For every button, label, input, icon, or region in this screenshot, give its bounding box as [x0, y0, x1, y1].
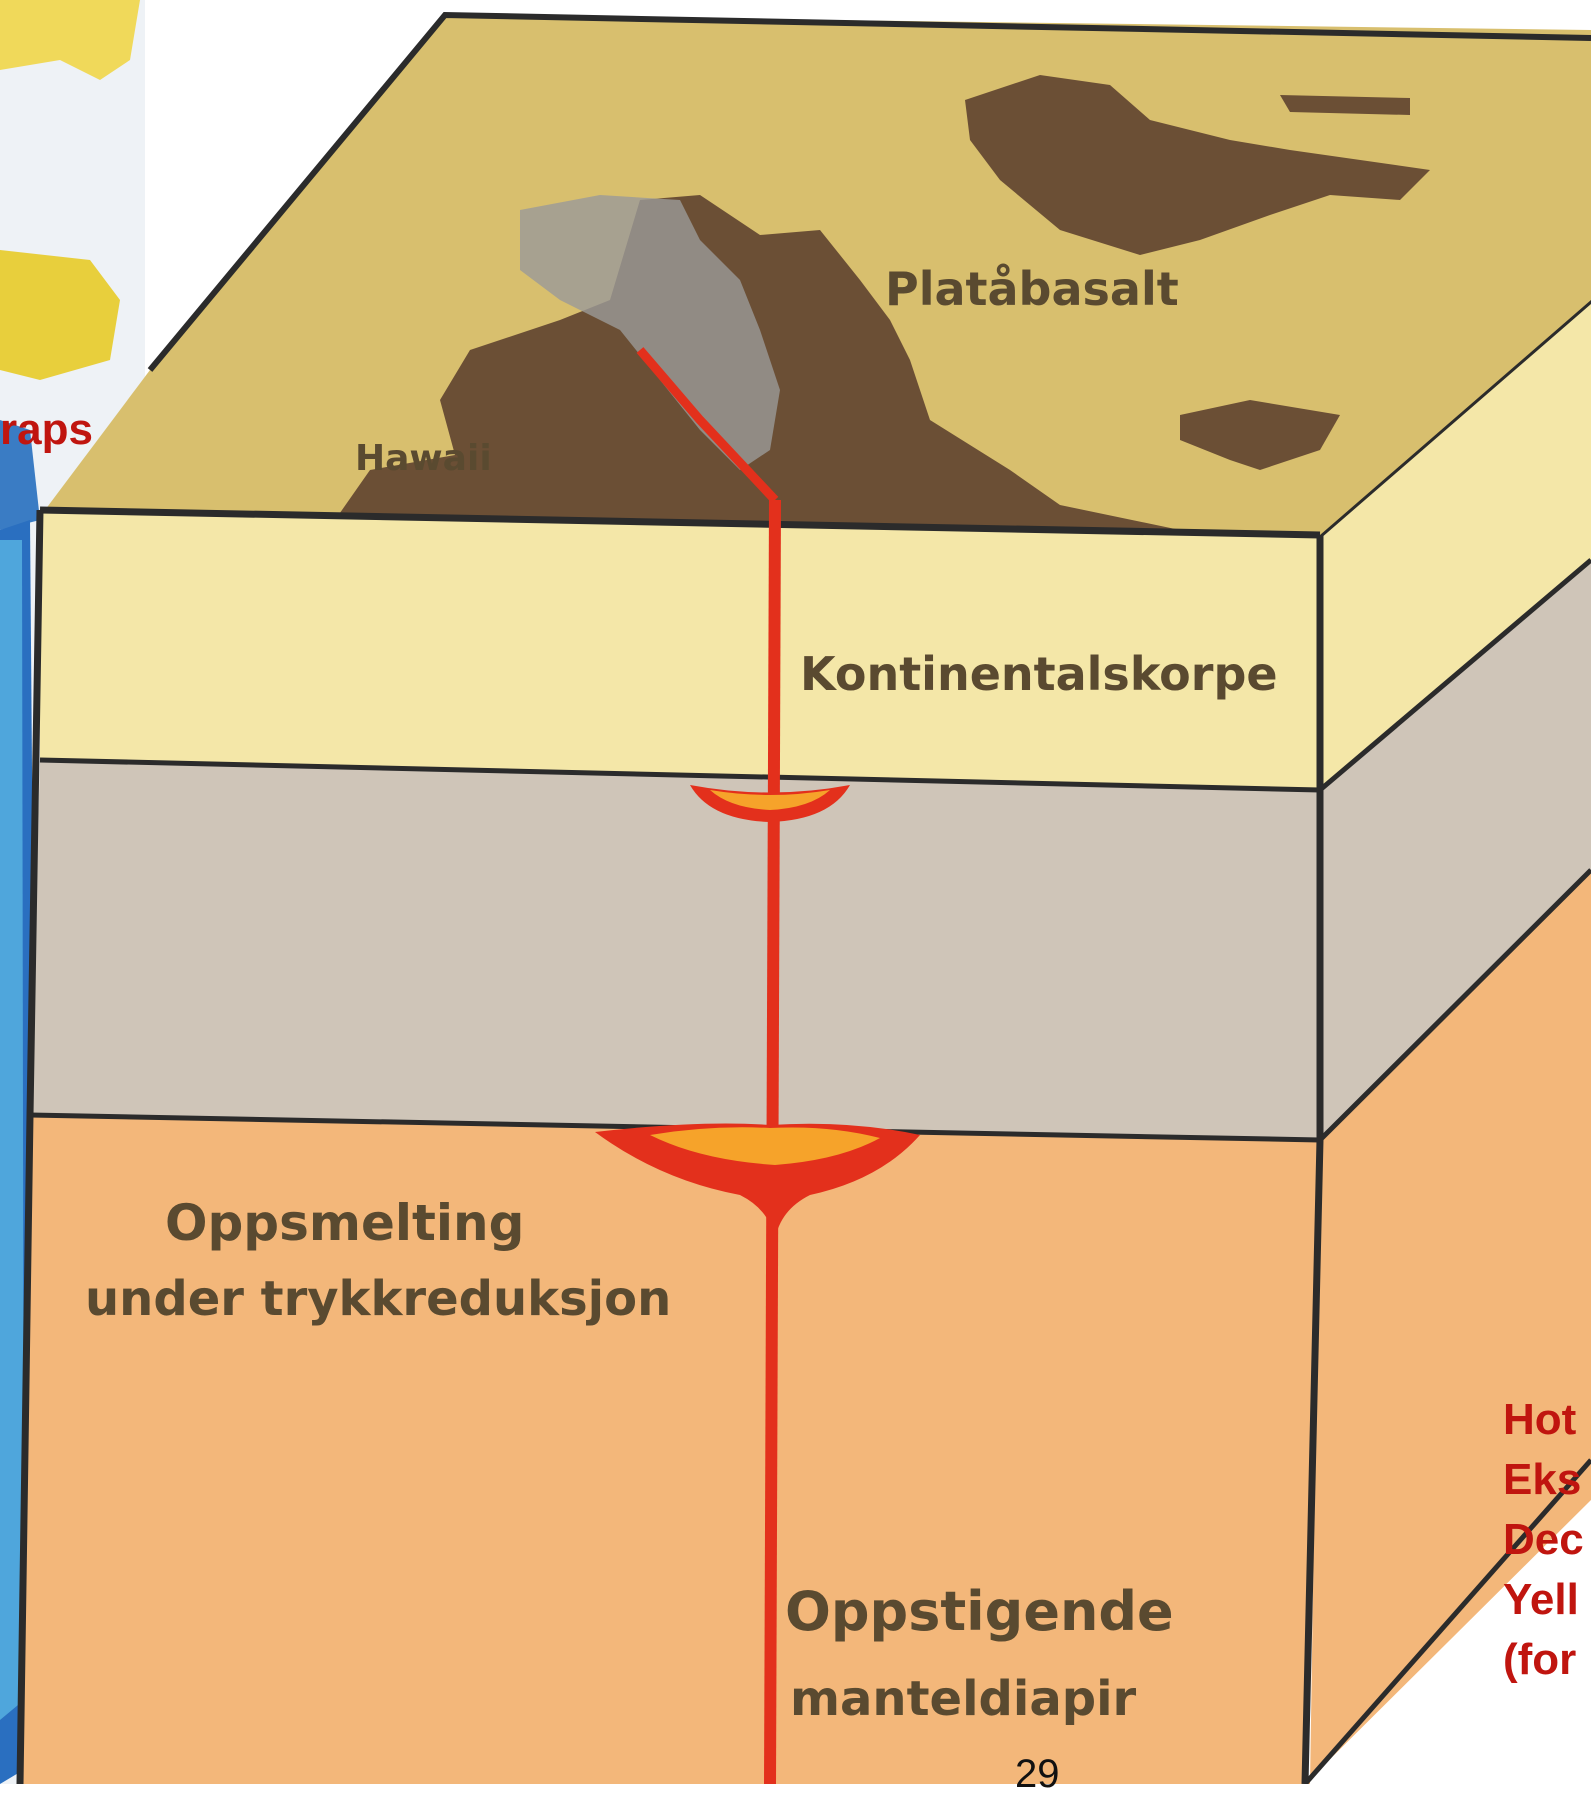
hawaii-label: Hawaii	[355, 438, 492, 479]
basalt-patch	[1280, 95, 1410, 115]
hotspot-line: Hot	[1503, 1390, 1591, 1450]
hotspot-line: Dec	[1503, 1510, 1591, 1570]
hotspot-line: Yell	[1503, 1570, 1591, 1630]
middle-layer	[30, 760, 1320, 1140]
hotspot-examples: Hot Eks Dec Yell (for	[1503, 1390, 1591, 1690]
melting-label-line1: Oppsmelting	[165, 1194, 524, 1252]
platabasalt-label: Platåbasalt	[885, 262, 1179, 316]
block-top-surface	[45, 15, 1591, 535]
diapir-label-line1: Oppstigende	[785, 1580, 1174, 1643]
hotspot-line: Eks	[1503, 1450, 1591, 1510]
hotspot-line: (for	[1503, 1630, 1591, 1690]
page-number: 29	[1015, 1752, 1060, 1797]
diapir-label-line2: manteldiapir	[790, 1671, 1137, 1727]
continental-crust-label: Kontinentalskorpe	[800, 647, 1278, 701]
traps-label: raps	[0, 405, 93, 455]
melting-label-line2: under trykkreduksjon	[85, 1271, 671, 1327]
